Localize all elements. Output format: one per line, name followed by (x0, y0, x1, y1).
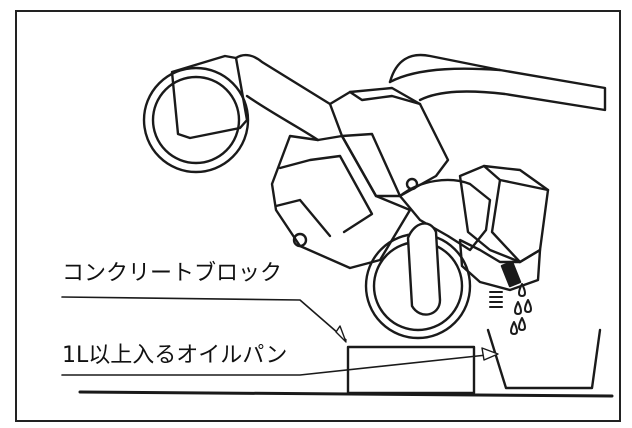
frame-tube-lower (245, 94, 320, 142)
handle-bar (388, 67, 607, 112)
drain-coil (489, 291, 503, 308)
oil-pan-label: 1L以上入るオイルパン (62, 343, 288, 368)
tank-box-side (490, 178, 522, 264)
concrete-block (346, 345, 476, 395)
engine-body-band2 (274, 198, 332, 238)
engine-upper (328, 86, 450, 198)
oil-pan (486, 328, 602, 390)
ground-line (78, 390, 614, 398)
wheel-arm (406, 222, 442, 316)
concrete-block-label: コンクリートブロック (62, 261, 283, 286)
oil-drops (510, 283, 532, 335)
leader-block-arrow (335, 325, 347, 343)
leader-block (61, 296, 347, 341)
engine-upper-inner (348, 90, 422, 106)
leader-pan-arrow (481, 347, 499, 361)
rear-bracket (170, 54, 249, 140)
diagram-frame (15, 10, 621, 422)
leader-pan (61, 353, 497, 376)
engine-upper-edge (340, 132, 402, 198)
handle-grip (388, 53, 502, 84)
rear-wheel (142, 66, 250, 174)
oil-drain-nozzle (500, 260, 522, 288)
frame-tube (234, 53, 332, 106)
gear-housing (398, 178, 492, 252)
lower-mechanism (458, 238, 542, 292)
engine-body-band (278, 154, 374, 234)
engine-body (270, 134, 412, 270)
